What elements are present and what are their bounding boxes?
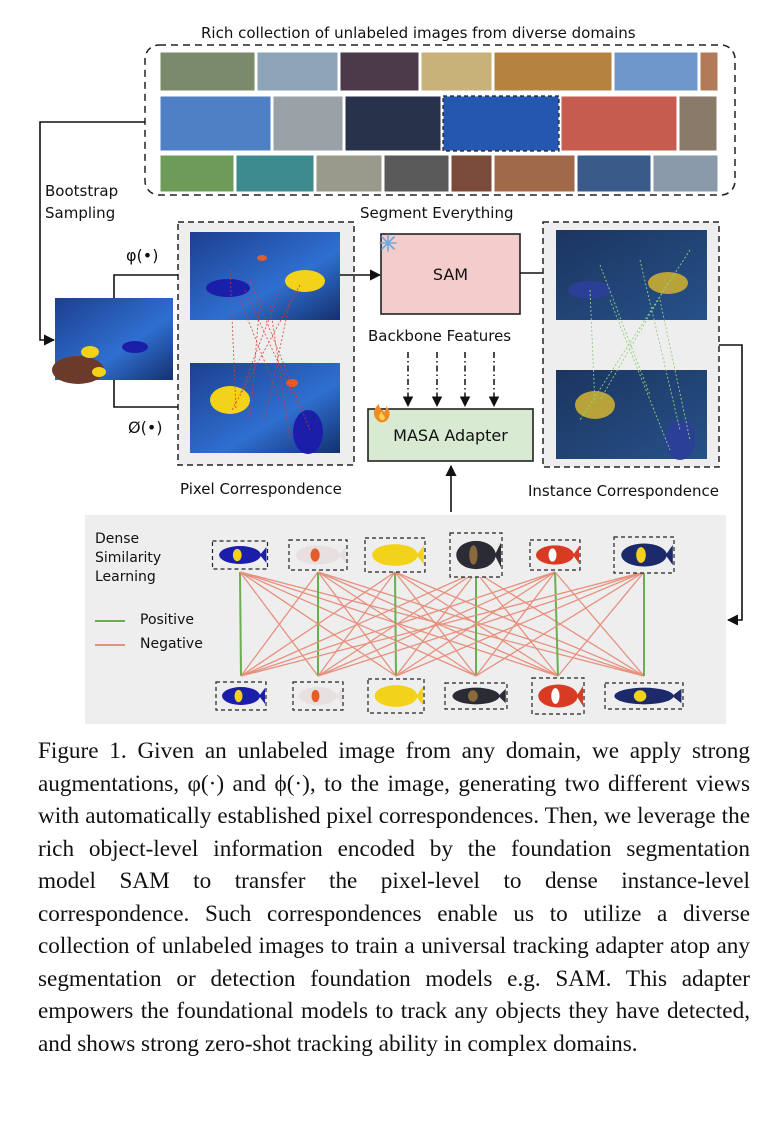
collection-thumbnail bbox=[272, 95, 344, 152]
collection-thumbnail bbox=[493, 51, 613, 92]
sam-box bbox=[380, 233, 521, 315]
backbone-feature-arrows bbox=[402, 352, 500, 408]
negative-link bbox=[240, 571, 556, 677]
collection-thumbnail bbox=[450, 154, 493, 193]
sampled-thumbnail-frame bbox=[442, 95, 560, 152]
dense-fish bbox=[211, 532, 684, 715]
image-collection-panel bbox=[144, 44, 736, 196]
top-instance-crop bbox=[288, 539, 348, 571]
collection-thumbnail bbox=[159, 154, 235, 193]
source-image bbox=[52, 298, 173, 384]
negative-link bbox=[240, 571, 645, 677]
collection-thumbnail bbox=[235, 154, 315, 193]
negative-link bbox=[475, 571, 556, 677]
dense-links bbox=[239, 571, 645, 677]
masa-adapter-box bbox=[367, 408, 534, 462]
figure-caption: Figure 1. Given an unlabeled image from … bbox=[38, 738, 750, 1057]
bottom-instance-crop bbox=[292, 681, 344, 711]
negative-link bbox=[240, 571, 319, 677]
negative-link bbox=[554, 571, 645, 677]
collection-thumbnail bbox=[576, 154, 652, 193]
collection-thumbnail bbox=[159, 51, 256, 92]
top-instance-crop bbox=[613, 536, 675, 574]
adapter-label: MASA Adapter bbox=[393, 425, 508, 445]
dense-learning-label: Dense Similarity Learning bbox=[95, 531, 162, 585]
negative-link bbox=[475, 571, 645, 677]
phi-top-arrow bbox=[113, 269, 192, 298]
bottom-instance-crop bbox=[531, 677, 585, 715]
pixel-correspondence-panel bbox=[177, 221, 355, 466]
positive-link bbox=[239, 571, 242, 677]
top-instance-crop bbox=[529, 539, 581, 571]
bottom-instance-crop bbox=[215, 681, 267, 711]
fire-icon bbox=[373, 404, 390, 423]
collection-thumbnail bbox=[420, 51, 493, 92]
instance-top-image bbox=[556, 230, 707, 320]
bottom-instance-crop bbox=[604, 682, 684, 710]
collection-thumbnail bbox=[699, 51, 719, 92]
negative-link bbox=[317, 571, 556, 677]
negative-link bbox=[557, 571, 645, 677]
collection-thumbnail bbox=[256, 51, 339, 92]
collection-thumbnail bbox=[442, 95, 560, 152]
legend-negative-label: Negative bbox=[140, 636, 203, 652]
collection-thumbnail bbox=[344, 95, 442, 152]
legend-positive-label: Positive bbox=[140, 612, 194, 628]
bottom-instance-crop bbox=[367, 678, 425, 714]
bottom-instance-crop bbox=[444, 682, 508, 710]
negative-link bbox=[475, 571, 559, 677]
phi-top-label: φ(•) bbox=[126, 246, 159, 265]
to-dense-arrow bbox=[719, 344, 743, 626]
instance-correspondence-panel bbox=[542, 221, 720, 468]
negative-link bbox=[317, 571, 396, 677]
top-instance-crop bbox=[211, 540, 269, 570]
backbone-label: Backbone Features bbox=[368, 327, 512, 345]
negative-link bbox=[317, 571, 645, 677]
top-instance-crop bbox=[364, 537, 426, 573]
diagram-canvas bbox=[39, 44, 743, 724]
positive-link bbox=[554, 571, 559, 677]
positive-link bbox=[394, 571, 397, 677]
phi-bottom-label: Ø(•) bbox=[128, 418, 163, 437]
top-instance-crop bbox=[449, 532, 503, 578]
collection-thumbnail bbox=[159, 95, 272, 152]
collection-thumbnail bbox=[560, 95, 678, 152]
collection-thumbnail bbox=[493, 154, 576, 193]
phi-bottom-arrow bbox=[113, 380, 192, 413]
negative-link bbox=[395, 571, 645, 677]
bootstrap-arrow bbox=[39, 121, 145, 346]
pixel-match-lines bbox=[229, 269, 311, 441]
collection-thumbnail bbox=[613, 51, 699, 92]
collection-thumbnail bbox=[339, 51, 420, 92]
segment-everything-label: Segment Everything bbox=[360, 204, 514, 222]
pixel-correspondence-label: Pixel Correspondence bbox=[180, 480, 342, 498]
negative-link bbox=[395, 571, 556, 677]
collection-thumbnail bbox=[315, 154, 383, 193]
collection-thumbnail bbox=[652, 154, 719, 193]
bootstrap-label: Bootstrap Sampling bbox=[45, 182, 119, 222]
snowflake-icon bbox=[379, 234, 397, 252]
collection-title: Rich collection of unlabeled images from… bbox=[201, 24, 636, 42]
collection-thumbnail bbox=[678, 95, 718, 152]
negative-link bbox=[240, 571, 396, 677]
collection-thumbnail bbox=[383, 154, 450, 193]
instance-match-lines bbox=[579, 249, 691, 451]
negative-link bbox=[240, 571, 477, 677]
sam-label: SAM bbox=[432, 264, 469, 284]
collection-thumbnails bbox=[159, 51, 719, 193]
collection-frame bbox=[144, 44, 736, 196]
instance-correspondence-label: Instance Correspondence bbox=[528, 482, 719, 500]
figure: Rich collection of unlabeled images from… bbox=[39, 24, 743, 724]
